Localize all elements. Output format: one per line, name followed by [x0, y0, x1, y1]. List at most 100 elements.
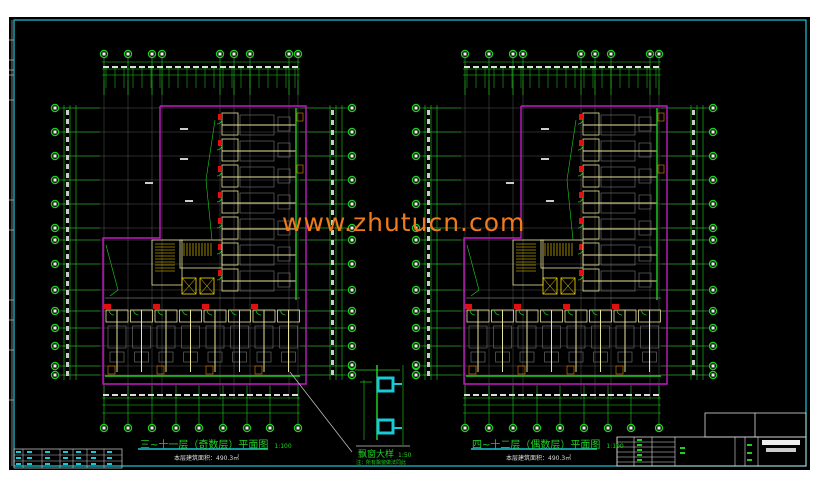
dimension-text — [692, 210, 695, 215]
dimension-text — [66, 326, 69, 331]
dimension-text — [692, 290, 695, 295]
axis-bubble-label — [296, 426, 300, 430]
dimension-text — [482, 66, 488, 68]
unit-bathroom — [582, 268, 600, 292]
unit-furniture — [638, 220, 652, 236]
column — [579, 270, 583, 276]
dimension-text — [166, 394, 172, 396]
column — [218, 218, 222, 224]
column — [218, 270, 222, 276]
dimension-text — [427, 290, 430, 295]
dimension-text — [112, 66, 118, 68]
axis-bubble-label — [711, 238, 715, 242]
column — [579, 244, 583, 250]
dimension-text — [563, 66, 569, 68]
annotation-text — [185, 200, 193, 202]
dimension-text — [427, 263, 430, 268]
axis-bubble-label — [350, 130, 354, 134]
dimension-text — [617, 394, 623, 396]
axis-bubble-label — [414, 130, 418, 134]
dimension-text — [692, 270, 695, 275]
air-conditioner — [107, 365, 116, 375]
title-block-text — [747, 444, 752, 446]
dimension-text — [66, 200, 69, 205]
dimension-text — [66, 173, 69, 178]
dimension-text — [473, 66, 479, 68]
axis-bubble-label — [657, 52, 661, 56]
elevator-x — [542, 277, 558, 295]
dimension-text — [331, 130, 334, 135]
dimension-text — [265, 394, 271, 396]
axis-bubble-label — [414, 288, 418, 292]
column — [563, 304, 570, 309]
axis-bubble-label — [268, 426, 272, 430]
axis-bubble-label — [350, 309, 354, 313]
dimension-text — [563, 394, 569, 396]
dimension-text — [66, 272, 69, 277]
dimension-text — [692, 190, 695, 195]
revision-table-text — [27, 463, 32, 465]
dimension-text — [121, 394, 127, 396]
revision-table-text — [107, 451, 112, 453]
dimension-text — [66, 353, 69, 358]
door-swing — [216, 118, 223, 125]
door-swing — [518, 309, 525, 316]
axis-bubble-label — [287, 52, 291, 56]
dimension-text — [692, 240, 695, 245]
dimension-text — [331, 180, 334, 185]
air-conditioner — [657, 112, 665, 122]
dimension-text — [175, 66, 181, 68]
dimension-text — [427, 362, 430, 367]
revision-table-text — [76, 457, 81, 459]
dimension-text — [692, 350, 695, 355]
axis-bubble-label — [160, 52, 164, 56]
dimension-text — [518, 66, 524, 68]
dimension-text — [265, 66, 271, 68]
dimension-text — [427, 245, 430, 250]
dimension-text — [331, 200, 334, 205]
dimension-text — [692, 280, 695, 285]
axis-bubble-label — [248, 52, 252, 56]
dimension-text — [626, 66, 632, 68]
revision-table-text — [107, 457, 112, 459]
axis-bubble-label — [711, 202, 715, 206]
revision-table-text — [63, 457, 68, 459]
dimension-text — [331, 150, 334, 155]
axis-bubble-label — [232, 52, 236, 56]
dimension-text — [130, 66, 136, 68]
dimension-text — [692, 200, 695, 205]
dimension-text — [427, 344, 430, 349]
dimension-text — [427, 137, 430, 142]
revision-table-frame — [13, 448, 123, 469]
dimension-text — [331, 210, 334, 215]
dimension-text — [692, 310, 695, 315]
title-block-text — [747, 459, 752, 461]
dimension-text — [66, 362, 69, 367]
dimension-text — [157, 394, 163, 396]
unit-bathroom — [221, 112, 239, 136]
model-space-background — [9, 17, 810, 470]
door-swing — [133, 309, 139, 316]
plan-area-even: 本层建筑面积：490.3㎡ — [506, 455, 572, 462]
unit-furniture — [277, 116, 291, 132]
axis-bubble-label — [711, 373, 715, 377]
dimension-text — [238, 66, 244, 68]
company-name — [762, 440, 800, 445]
dimension-text — [247, 394, 253, 396]
axis-bubble-label — [126, 52, 130, 56]
dimension-text — [427, 371, 430, 376]
dimension-text — [157, 66, 163, 68]
door-swing — [280, 309, 286, 316]
door-swing — [231, 309, 237, 316]
plan-area-odd: 本层建筑面积：490.3㎡ — [174, 455, 240, 462]
unit-furniture — [638, 246, 652, 262]
axis-bubble-label — [657, 426, 661, 430]
dimension-text — [193, 66, 199, 68]
title-block-text — [747, 452, 752, 454]
revision-table-text — [16, 457, 21, 459]
air-conditioner — [566, 365, 575, 375]
plan-scale-even: 1:100 — [606, 443, 624, 450]
axis-bubble-label — [648, 52, 652, 56]
unit-furniture — [638, 272, 652, 288]
